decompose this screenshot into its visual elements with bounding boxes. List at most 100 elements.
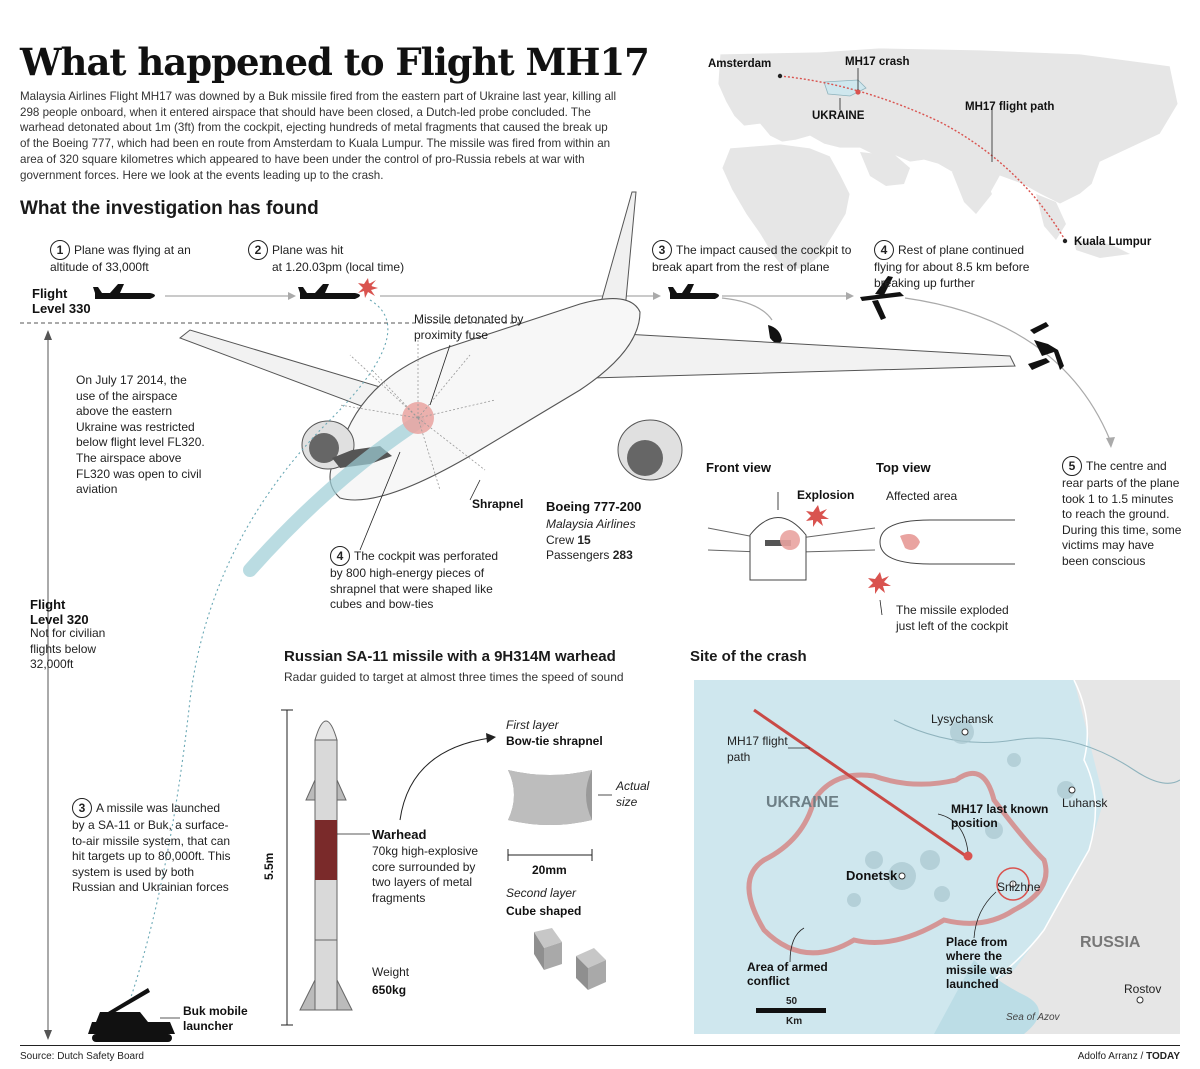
mh17-path-label: MH17 flight path — [727, 734, 788, 764]
layer-arrow — [399, 737, 491, 821]
source-credit: Source: Dutch Safety Board — [20, 1051, 144, 1062]
warhead-label: Warhead — [372, 827, 427, 842]
bowtie-label: Bow-tie shrapnel — [506, 734, 603, 748]
crew-label: Crew — [546, 532, 575, 547]
cockpit-fall-arrow — [721, 297, 773, 321]
bowtie-shrapnel-shape — [508, 770, 592, 825]
step-5-text: The centre and rear parts of the plane t… — [1062, 459, 1182, 568]
crash-label: MH17 crash — [845, 56, 910, 68]
launch-step-text: A missile was launched by a SA-11 or Buk… — [72, 801, 231, 895]
cube-label: Cube shaped — [506, 904, 582, 918]
ukraine-map-label: UKRAINE — [766, 794, 839, 811]
step-2-number: 2 — [248, 240, 268, 260]
layer-arrowhead — [486, 733, 496, 743]
river — [893, 719, 1180, 784]
plane-icon-1 — [93, 284, 155, 299]
altitude-arrow-up — [44, 330, 52, 340]
missile-trail — [243, 415, 425, 577]
step-2-text-l2: at 1.20.03pm (local time) — [272, 260, 405, 274]
arrowhead-3 — [846, 292, 854, 300]
footer-rule — [20, 1045, 1180, 1046]
actual-size-label: Actual size — [616, 779, 650, 809]
step-4-number: 4 — [874, 240, 894, 260]
buk-label-l2: launcher — [183, 1019, 234, 1033]
investigation-diagram — [20, 191, 1115, 1042]
africa-landmass — [721, 143, 851, 269]
world-map — [700, 44, 1180, 269]
affected-area-label: Affected area — [886, 489, 958, 503]
top-view-diagram — [868, 519, 1015, 616]
donetsk-label: Donetsk — [846, 868, 898, 883]
amsterdam-label: Amsterdam — [708, 58, 772, 70]
step-5-number: 5 — [1062, 456, 1082, 476]
scale-unit: Km — [786, 1016, 803, 1027]
weight-value: 650kg — [372, 983, 407, 997]
missile-length-label: 5.5m — [262, 852, 276, 880]
india-landmass — [952, 172, 992, 214]
lysychansk-label: Lysychansk — [931, 712, 994, 726]
airline-name: Malaysia Airlines — [546, 517, 636, 531]
plane-icon-4 — [860, 276, 904, 320]
arrowhead-4 — [1106, 437, 1115, 448]
crew-value: 15 — [577, 532, 591, 547]
crash-flight-path — [753, 708, 967, 858]
author-credit: Adolfo Arranz / TODAY — [1078, 1051, 1180, 1062]
buk-label-l1: Buk mobile — [183, 1004, 248, 1018]
missile-heading: Russian SA-11 missile with a 9H314M warh… — [284, 648, 616, 665]
publication-name: TODAY — [1146, 1051, 1180, 1062]
conflict-area-label: Area of armed conflict — [747, 960, 828, 988]
right-engine-intake — [627, 440, 663, 476]
arrowhead-2 — [653, 292, 661, 300]
altitude-arrow-down — [44, 1030, 52, 1040]
plane-icon-3 — [668, 284, 719, 299]
crew-row: Crew 15 — [546, 533, 686, 549]
intro-text: Malaysia Airlines Flight MH17 was downed… — [20, 90, 617, 182]
cockpit-step-text: The cockpit was perforated by 800 high-e… — [330, 549, 499, 612]
first-layer-label: First layer — [506, 718, 559, 732]
conflict-leader — [789, 927, 805, 963]
second-layer-label: Second layer — [506, 886, 577, 900]
cube-shrapnel-shapes — [534, 928, 606, 990]
page-title: What happened to Flight MH17 — [20, 40, 650, 84]
crash-site-heading: Site of the crash — [690, 648, 807, 665]
arabia-landmass — [860, 152, 910, 186]
kuala-lumpur-label: Kuala Lumpur — [1074, 236, 1152, 248]
launch-step-number: 3 — [72, 798, 92, 818]
boeing-777-illustration — [179, 191, 1016, 501]
sea-of-azov — [934, 960, 1039, 1034]
russia-territory — [944, 680, 1180, 1034]
investigation-heading: What the investigation has found — [20, 198, 319, 219]
step-3-text: The impact caused the cockpit to break a… — [652, 243, 852, 274]
fl330-label-l1: Flight — [32, 286, 68, 301]
amsterdam-dot — [777, 73, 783, 79]
world-flight-path — [779, 75, 1066, 241]
ukraine-world-label: UKRAINE — [812, 110, 865, 122]
crash-dot — [855, 89, 861, 95]
scale-bar — [756, 1008, 826, 1013]
weight-label: Weight — [372, 965, 410, 979]
last-position-dot — [963, 851, 973, 861]
warhead-section — [315, 820, 337, 880]
arrowhead-1 — [288, 292, 296, 300]
detonation-burst — [339, 340, 496, 491]
fl320-label-l2: Level 320 — [30, 612, 89, 627]
luhansk-label: Luhansk — [1062, 796, 1108, 810]
left-engine-intake — [309, 433, 339, 463]
indonesia-landmass — [1074, 240, 1130, 258]
sea-of-azov-label: Sea of Azov — [1006, 1012, 1060, 1023]
snizhne-dot — [1009, 880, 1017, 888]
sa11-missile-illustration — [299, 720, 353, 1011]
front-view-label: Front view — [706, 460, 772, 475]
pax-row: Passengers 283 — [546, 548, 686, 564]
author-name: Adolfo Arranz — [1077, 1051, 1138, 1062]
launch-leader — [973, 891, 997, 939]
airspace-note: On July 17 2014, the use of the airspace… — [76, 373, 205, 497]
top-view-label: Top view — [876, 460, 931, 475]
pax-value: 283 — [612, 548, 633, 563]
explosion-label: Explosion — [797, 488, 855, 502]
fl330-label-l2: Level 330 — [32, 301, 91, 316]
